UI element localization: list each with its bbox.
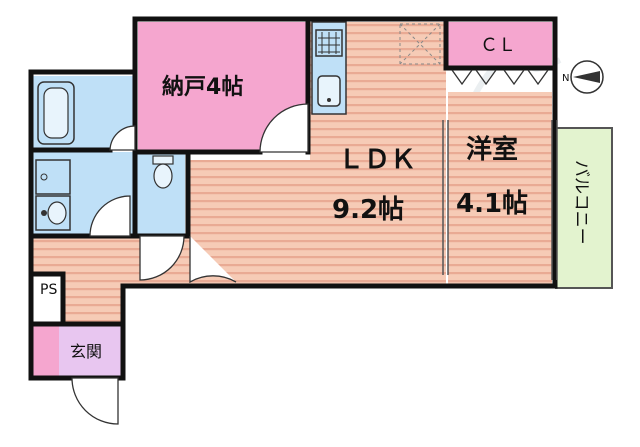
balcony-window — [551, 120, 558, 280]
sliding-door — [442, 120, 449, 275]
balcony-label: バルコニー — [571, 160, 591, 245]
compass-north-label: N — [562, 73, 569, 84]
pipe-space-label: PS — [40, 282, 57, 298]
ldk-size-label: 9.2帖 — [332, 195, 404, 225]
closet-label: ＣＬ — [480, 35, 516, 56]
washing-machine-icon — [35, 159, 71, 195]
fridge-space — [399, 23, 441, 65]
door-swings — [71, 103, 309, 425]
western-room-label: 洋室 — [466, 134, 518, 165]
entrance-label: 玄関 — [70, 342, 102, 361]
compass-icon: N — [562, 60, 604, 94]
toilet-icon — [152, 155, 174, 189]
pipe-space-floor — [33, 276, 61, 322]
balcony-floor — [555, 127, 613, 289]
ldk-label: ＬＤＫ — [338, 145, 416, 175]
western-room-size-label: 4.1帖 — [456, 189, 528, 219]
entrance-step — [59, 324, 123, 376]
storage-room-label: 納戸4帖 — [162, 74, 243, 100]
entrance-floor — [33, 324, 59, 376]
closet-floor — [448, 22, 552, 68]
closet-folding-door — [451, 69, 549, 86]
stove-grid-icon — [318, 32, 340, 54]
sink-icon — [317, 75, 341, 107]
western-room-floor — [448, 92, 552, 284]
